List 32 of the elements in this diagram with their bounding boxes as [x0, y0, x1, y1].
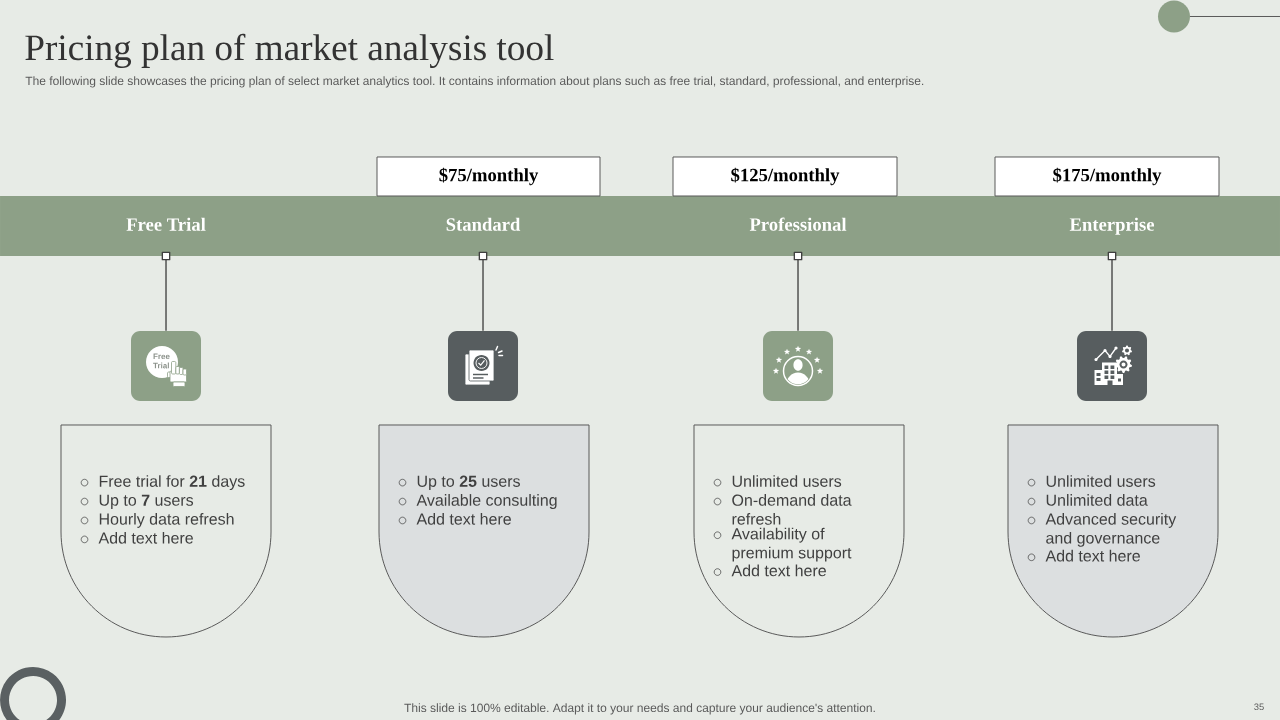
band-label: Free Trial: [126, 217, 206, 231]
list-item: Up to 7 users: [99, 494, 194, 509]
connector-line: [1107, 251, 1117, 332]
list-item: Unlimited users: [1046, 475, 1156, 487]
band-label: Standard: [446, 217, 521, 231]
price-box: $75/monthly: [376, 156, 601, 197]
list-item: Add text here: [98, 531, 193, 544]
list-item: Add text here: [731, 564, 826, 577]
header-band: [0, 196, 1280, 256]
list-item: Advanced security and governance: [1045, 513, 1177, 547]
connector-line: [161, 251, 171, 332]
band-label: Professional: [749, 217, 847, 231]
list-item: Availability of premium support: [731, 527, 852, 562]
list-item: Up to 25 users: [417, 475, 520, 491]
price-box: $125/monthly: [672, 156, 898, 197]
list-item: Add text here: [416, 513, 511, 525]
list-item: Unlimited users: [732, 475, 842, 487]
band-label: Enterprise: [1069, 217, 1155, 235]
connector-line: [478, 251, 488, 332]
list-item: On-demand data refresh: [732, 494, 852, 525]
page-number: 35: [1254, 703, 1264, 711]
list-item: Available consulting: [416, 494, 557, 509]
connector-line: [793, 251, 803, 332]
list-item: Unlimited data: [1046, 494, 1148, 506]
list-item: Add text here: [1045, 549, 1140, 562]
slide-title: Pricing plan of market analysis tool: [25, 33, 554, 68]
footer-note: This slide is 100% editable. Adapt it to your needs and capture your audience's attention.: [404, 703, 875, 715]
icon-text: Free Trial: [153, 353, 170, 369]
list-item: Free trial for 21 days: [99, 475, 245, 491]
subtitle-text: The following slide showcases the pricing plan of select market analytics tool. It contains information about plans such as free trial, standard, professional, and enterprise.: [25, 76, 924, 88]
price-box: $175/monthly: [994, 156, 1220, 197]
list-item: Hourly data refresh: [99, 513, 234, 528]
